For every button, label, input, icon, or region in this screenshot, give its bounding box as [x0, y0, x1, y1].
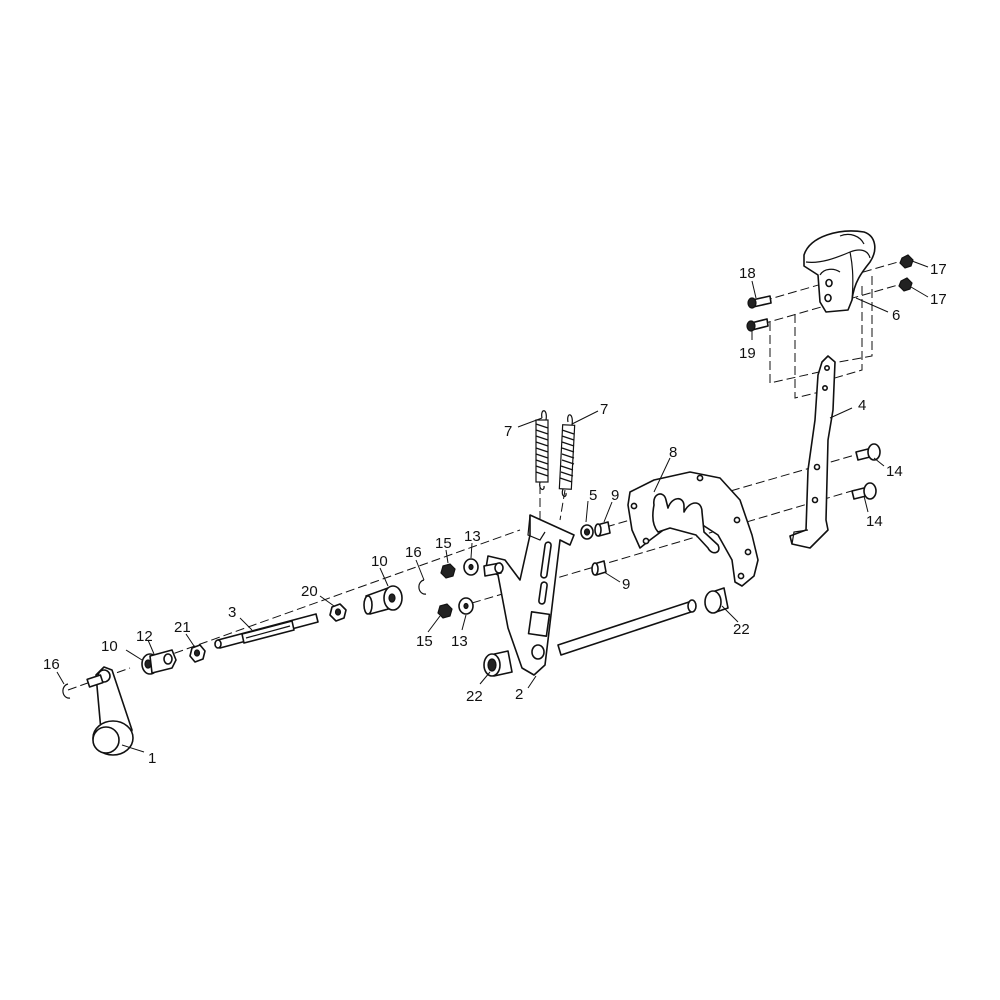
part-19-screw	[746, 318, 769, 332]
assembly-centerlines	[67, 261, 899, 691]
part-10-bushing-center	[363, 585, 403, 615]
callout-5: 5	[589, 487, 597, 504]
part-13-washer-lower	[458, 597, 474, 615]
part-2-main-bracket	[483, 514, 697, 676]
callout-21: 21	[174, 619, 191, 636]
part-14-bolt-lower	[851, 482, 877, 500]
axis-spring-2	[559, 489, 566, 521]
part-1-lower-lever	[86, 666, 134, 756]
callout-2: 2	[515, 686, 523, 703]
callout-7-left: 7	[504, 423, 512, 440]
callout-4: 4	[858, 397, 866, 414]
callout-6: 6	[892, 307, 900, 324]
callout-9-lower: 9	[622, 576, 630, 593]
callout-16-left: 16	[43, 656, 60, 673]
part-16-e-clip-right	[418, 579, 427, 595]
part-15-nut-upper	[440, 563, 456, 579]
part-9-spacer-lower	[591, 560, 607, 576]
axis-main-shaft	[149, 529, 521, 663]
part-7-spring-right	[558, 414, 576, 498]
part-6-shift-knob	[803, 230, 876, 313]
leader-lines	[56, 260, 929, 753]
part-7-spring-left	[535, 410, 549, 491]
callout-16-center: 16	[405, 544, 422, 561]
part-21-nut	[189, 644, 206, 663]
axis-knob-drop-2	[769, 322, 829, 384]
part-20-nut	[329, 603, 347, 622]
part-5-nut	[580, 524, 594, 540]
part-3-threaded-rod	[214, 613, 319, 649]
callout-17-lower: 17	[930, 291, 947, 308]
callout-10-left: 10	[101, 638, 118, 655]
part-17-nut-lower	[898, 277, 913, 292]
callout-10-center: 10	[371, 553, 388, 570]
callout-19: 19	[739, 345, 756, 362]
callout-20: 20	[301, 583, 318, 600]
callout-18: 18	[739, 265, 756, 282]
part-17-nut-upper	[899, 254, 914, 269]
part-16-e-clip-left	[62, 683, 71, 699]
part-22-bushing-lower	[483, 650, 513, 677]
part-15-nut-lower	[437, 603, 453, 619]
part-22-bushing-right	[704, 587, 729, 614]
part-18-screw	[747, 295, 772, 309]
part-9-spacer-upper	[594, 521, 611, 537]
callout-22-right: 22	[733, 621, 750, 638]
callout-14-upper: 14	[886, 463, 903, 480]
callout-7-right: 7	[600, 401, 608, 418]
callout-9-upper: 9	[611, 487, 619, 504]
callout-13-upper: 13	[464, 528, 481, 545]
part-14-bolt-upper	[855, 443, 881, 461]
axis-knob-drop-3	[827, 286, 863, 381]
callout-15-lower: 15	[416, 633, 433, 650]
callout-14-lower: 14	[866, 513, 883, 530]
part-12-clevis	[149, 649, 177, 674]
part-8-gate-plate	[627, 471, 759, 587]
callout-3: 3	[228, 604, 236, 621]
callout-1: 1	[148, 750, 156, 767]
axis-knob-drop-4	[827, 276, 873, 365]
part-13-washer-upper	[463, 558, 479, 576]
callout-17-upper: 17	[930, 261, 947, 278]
callout-22-lower: 22	[466, 688, 483, 705]
callout-15-upper: 15	[435, 535, 452, 552]
callout-labels: 1 2 3 4 5 6 7 7 8 9 9 10 10 12 13 13 14 …	[43, 261, 947, 767]
callout-13-lower: 13	[451, 633, 468, 650]
callout-8: 8	[669, 444, 677, 461]
part-4-lever-arm	[789, 355, 836, 549]
callout-12: 12	[136, 628, 153, 645]
